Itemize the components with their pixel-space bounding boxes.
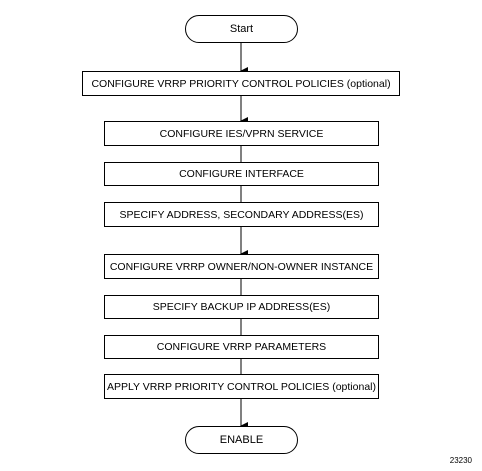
figure-id: 23230: [449, 456, 472, 465]
step-configure-ies-vprn-service: CONFIGURE IES/VPRN SERVICE: [104, 121, 379, 146]
step-configure-interface: CONFIGURE INTERFACE: [104, 162, 379, 186]
step-label: APPLY VRRP PRIORITY CONTROL POLICIES (op…: [106, 380, 376, 393]
step-apply-priority-control-policies: APPLY VRRP PRIORITY CONTROL POLICIES (op…: [104, 374, 379, 399]
step-label: SPECIFY BACKUP IP ADDRESS(ES): [152, 301, 331, 313]
step-label: CONFIGURE VRRP PARAMETERS: [156, 341, 327, 353]
step-label: CONFIGURE VRRP OWNER/NON-OWNER INSTANCE: [109, 260, 374, 273]
step-label: CONFIGURE VRRP PRIORITY CONTROL POLICIES…: [91, 77, 391, 90]
step-configure-priority-control-policies: CONFIGURE VRRP PRIORITY CONTROL POLICIES…: [82, 71, 400, 96]
step-label: SPECIFY ADDRESS, SECONDARY ADDRESS(ES): [119, 208, 364, 221]
step-configure-vrrp-parameters: CONFIGURE VRRP PARAMETERS: [104, 335, 379, 359]
start-label: Start: [229, 23, 254, 35]
start-terminal: Start: [185, 15, 298, 43]
step-configure-vrrp-instance: CONFIGURE VRRP OWNER/NON-OWNER INSTANCE: [104, 254, 379, 279]
step-label: CONFIGURE INTERFACE: [179, 168, 304, 180]
step-specify-backup-ip: SPECIFY BACKUP IP ADDRESS(ES): [104, 295, 379, 319]
step-label: CONFIGURE IES/VPRN SERVICE: [159, 127, 324, 140]
step-specify-address: SPECIFY ADDRESS, SECONDARY ADDRESS(ES): [104, 202, 379, 227]
end-terminal: ENABLE: [185, 426, 298, 454]
end-label: ENABLE: [219, 434, 264, 446]
